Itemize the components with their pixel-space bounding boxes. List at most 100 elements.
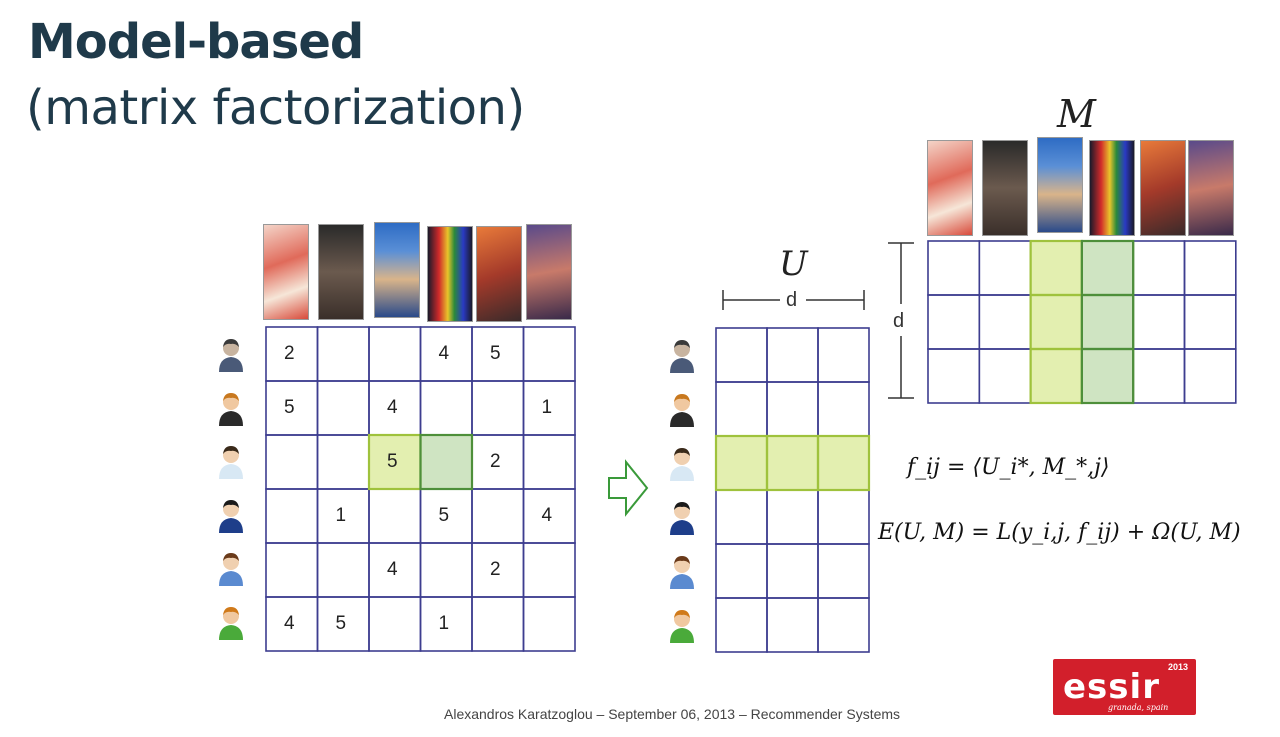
m-highlight-cell-yellow [1029,294,1083,350]
matrix-cell [522,596,576,652]
movie-poster [526,224,572,320]
movie-poster [927,140,973,236]
matrix-cell [265,542,319,598]
u-cell [766,597,819,653]
u-cell [766,327,819,383]
movie-poster [1188,140,1234,236]
boy-icon [216,497,246,533]
matrix-cell [419,542,473,598]
right-arrow-icon [608,459,649,517]
u-highlight-border [816,434,871,492]
u-cell [715,597,768,653]
formula-e: E(U, M) = L(y_i,j, f_ij) + Ω(U, M) [878,520,1241,545]
rating-value: 4 [438,343,450,364]
matrix-cell [368,488,422,544]
highlight-border-green [419,433,474,491]
logo-year: 2013 [1167,662,1188,672]
u-cell [766,381,819,437]
rating-value: 1 [438,613,450,634]
m-matrix [927,239,1237,405]
matrix-cell [522,542,576,598]
man-tie-icon [216,443,246,479]
rating-value: 2 [490,559,501,580]
u-cell [817,381,870,437]
rating-value: 1 [335,505,347,526]
movie-poster [374,222,420,318]
rating-value: 4 [541,505,553,526]
d-bracket-vertical [888,242,914,399]
u-cell [766,489,819,545]
m-cell [1183,240,1237,296]
man-icon [667,553,697,589]
rating-value: 4 [284,613,295,634]
businessman-icon [216,336,246,372]
matrix-cell [316,434,370,490]
m-cell [927,348,981,404]
u-highlight-cell [817,435,870,491]
m-cell [978,294,1032,350]
ratings-matrix [265,326,576,652]
matrix-cell [316,326,370,382]
m-cell [927,294,981,350]
u-cell [817,489,870,545]
u-cell [817,327,870,383]
logo-text: essir [1063,667,1160,707]
man-tie-icon [667,445,697,481]
m-highlight-cell-yellow [1029,348,1083,404]
boy-icon [667,499,697,535]
u-cell [817,543,870,599]
u-cell [715,327,768,383]
m-matrix-label: M [1057,92,1096,136]
u-highlight-cell [766,435,819,491]
rating-value: 5 [335,613,347,634]
rating-value: 1 [541,397,553,418]
u-matrix [714,327,871,653]
m-highlight-cell-green [1080,240,1135,296]
u-cell [715,381,768,437]
essir-logo: essir 2013 granada, spain [1053,659,1196,715]
rating-value: 2 [284,343,295,364]
matrix-cell [368,596,422,652]
logo-sub: granada, spain [1108,703,1169,712]
u-highlight-cell [715,435,768,491]
man-icon [216,550,246,586]
rating-value: 2 [490,451,501,472]
highlight-cell-green [419,434,473,490]
woman-icon [216,390,246,426]
matrix-cell [265,434,319,490]
m-highlight-cell-yellow [1029,240,1083,296]
rating-value: 5 [438,505,450,526]
m-highlight-cell-green [1080,348,1135,404]
slide-subtitle: (matrix factorization) [26,80,525,136]
businessman-icon [667,337,697,373]
m-cell [978,348,1032,404]
d-label-horizontal: d [786,289,798,311]
u-cell [766,543,819,599]
matrix-cell [471,488,525,544]
d-bracket-horizontal [722,290,865,310]
d-label-vertical: d [893,310,905,332]
rating-value: 4 [387,559,398,580]
footer-text: Alexandros Karatzoglou – September 06, 2… [444,706,901,722]
u-matrix-label: U [779,244,808,284]
matrix-cell [471,596,525,652]
matrix-cell [316,380,370,436]
matrix-cell [522,434,576,490]
m-cell [927,240,981,296]
m-cell [1132,294,1186,350]
rating-value: 5 [490,343,501,364]
m-cell [1183,294,1237,350]
green-user-icon [667,607,697,643]
matrix-cell [368,326,422,382]
rating-value: 5 [284,397,295,418]
u-cell [715,543,768,599]
rating-value: 4 [387,397,398,418]
matrix-cell [316,542,370,598]
movie-poster [1140,140,1186,236]
formula-f: f_ij = ⟨U_i*, M_*,j⟩ [907,455,1110,480]
u-cell [715,489,768,545]
woman-icon [667,391,697,427]
movie-poster [982,140,1028,236]
m-highlight-cell-green [1080,294,1135,350]
